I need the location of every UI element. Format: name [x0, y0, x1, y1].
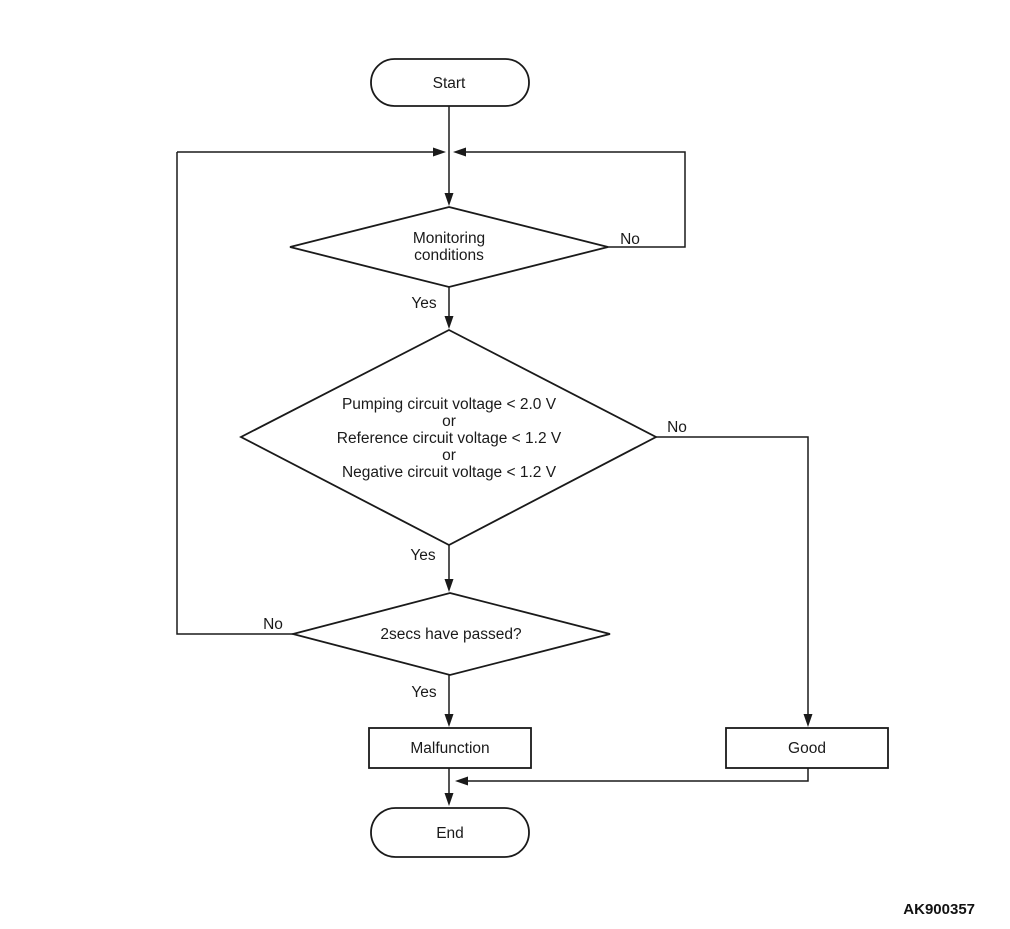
- connector-two-secs-no-loop: [176, 152, 293, 635]
- connector-monitoring-yes: [444, 287, 454, 329]
- connector-voltage-no-to-good: [656, 436, 813, 727]
- edge-label-two-secs-yes: Yes: [411, 684, 437, 701]
- voltage-check-decision: Pumping circuit voltage < 2.0 V or Refer…: [239, 328, 658, 547]
- arrowhead-right-icon: [433, 147, 446, 157]
- arrowhead-down-icon: [444, 579, 454, 592]
- connector-two-secs-yes: [444, 675, 454, 727]
- good-label: Good: [788, 740, 826, 757]
- monitoring-conditions-label-line2: conditions: [414, 247, 484, 264]
- connector-start-to-monitoring: [444, 106, 454, 206]
- malfunction-process-box: Malfunction: [368, 727, 532, 769]
- two-secs-decision: 2secs have passed?: [289, 592, 611, 676]
- monitoring-conditions-label-line1: Monitoring: [413, 230, 485, 247]
- voltage-check-label-line5: Negative circuit voltage < 1.2 V: [342, 464, 557, 481]
- connector-monitoring-no-loop: [453, 147, 686, 248]
- end-node-label: End: [436, 825, 464, 842]
- connector-voltage-yes: [444, 545, 454, 592]
- arrowhead-down-icon: [444, 714, 454, 727]
- good-process-box: Good: [725, 727, 889, 769]
- connector-good-to-end: [455, 768, 809, 786]
- edge-label-voltage-no: No: [667, 419, 687, 436]
- arrowhead-left-icon: [453, 147, 466, 157]
- edge-label-two-secs-no: No: [263, 616, 283, 633]
- arrowhead-down-icon: [444, 193, 454, 206]
- edge-label-monitoring-no: No: [620, 231, 640, 248]
- voltage-check-label-line4: or: [442, 447, 456, 464]
- start-node: Start: [370, 58, 530, 107]
- connector-left-loop-into-junction: [177, 147, 446, 157]
- malfunction-label: Malfunction: [410, 740, 489, 757]
- edge-label-voltage-yes: Yes: [410, 547, 436, 564]
- end-node: End: [370, 807, 530, 858]
- voltage-check-label-line3: Reference circuit voltage < 1.2 V: [337, 430, 562, 447]
- two-secs-label: 2secs have passed?: [380, 626, 522, 643]
- figure-code: AK900357: [903, 901, 975, 918]
- connector-malfunction-to-end: [444, 768, 454, 806]
- voltage-check-label-line1: Pumping circuit voltage < 2.0 V: [342, 396, 557, 413]
- edge-label-monitoring-yes: Yes: [411, 295, 437, 312]
- arrowhead-down-icon: [444, 793, 454, 806]
- arrowhead-left-icon: [455, 776, 468, 786]
- monitoring-conditions-decision: Monitoring conditions: [289, 206, 609, 288]
- arrowhead-down-icon: [444, 316, 454, 329]
- start-node-label: Start: [433, 75, 466, 92]
- voltage-check-label-line2: or: [442, 413, 456, 430]
- arrowhead-down-icon: [803, 714, 813, 727]
